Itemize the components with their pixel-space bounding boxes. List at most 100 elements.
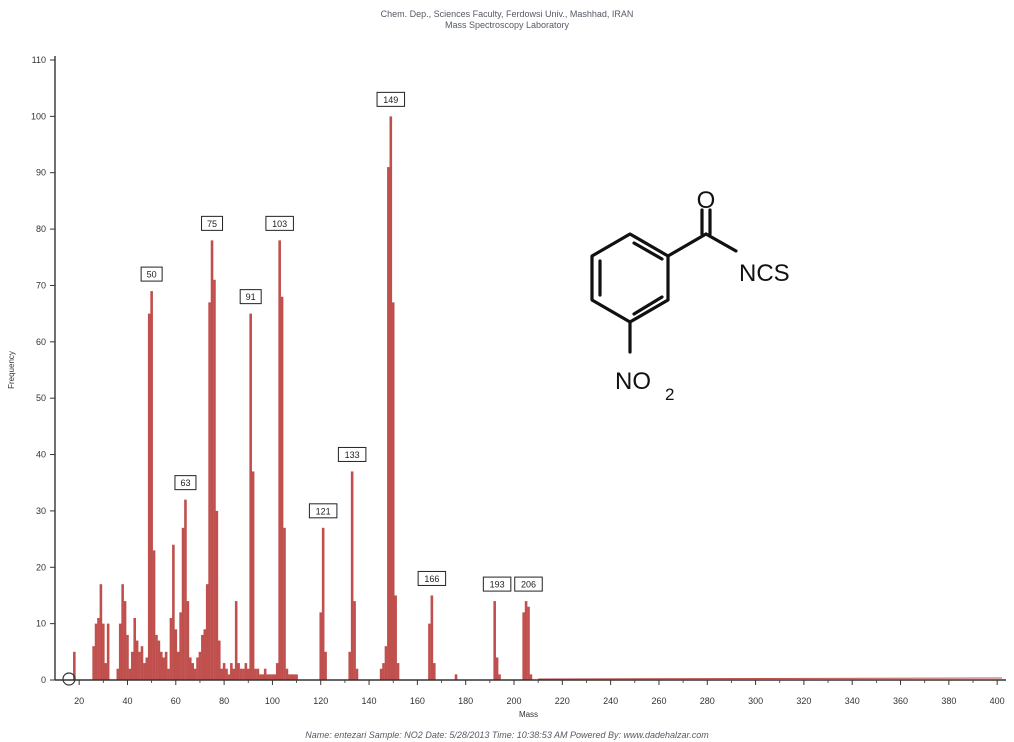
spectrum-bar: [278, 240, 281, 680]
spectrum-bar: [205, 584, 209, 680]
y-tick-label: 10: [36, 619, 46, 629]
spectrum-bar: [152, 550, 156, 680]
x-tick-label: 120: [313, 696, 328, 706]
peak-label: 206: [521, 580, 536, 590]
peak-label: 149: [383, 95, 398, 105]
spectrum-bar: [268, 674, 272, 680]
x-tick-label: 360: [893, 696, 908, 706]
spectrum-bar: [394, 595, 397, 680]
peak-label-box: [239, 289, 262, 305]
footer-info: Name: entezari Sample: NO2 Date: 5/28/20…: [305, 730, 709, 740]
x-tick-label: 140: [362, 696, 377, 706]
spectrum-bar: [230, 663, 233, 680]
spectrum-bar: [280, 296, 284, 680]
spectrum-bar: [244, 663, 248, 680]
spectrum-bar: [159, 651, 163, 680]
spectrum-bar: [172, 544, 175, 680]
spectrum-bar: [428, 623, 431, 680]
spectrum-bar: [254, 668, 257, 680]
y-tick-label: 70: [36, 280, 46, 290]
baseline-trace: [538, 677, 1003, 680]
spectrum-bar: [167, 668, 170, 680]
spectrum-bar: [186, 601, 190, 680]
peak-label: 103: [272, 219, 287, 229]
peak-label-box: [201, 215, 224, 231]
x-tick-label: 160: [410, 696, 425, 706]
x-tick-label: 20: [74, 696, 84, 706]
y-tick-label: 100: [31, 111, 46, 121]
spectrum-bar: [232, 668, 236, 680]
spectrum-bar: [222, 663, 226, 680]
y-tick-label: 30: [36, 506, 46, 516]
spectrum-bar: [454, 674, 458, 680]
peak-label: 133: [345, 450, 360, 460]
x-tick-label: 200: [506, 696, 521, 706]
spectrum-bar: [176, 651, 180, 680]
spectrum-bar: [266, 674, 269, 680]
spectrum-bar: [155, 634, 158, 680]
spectrum-bar: [432, 663, 436, 680]
ring-double-bond-3: [632, 241, 664, 261]
peak-label-box: [308, 503, 338, 519]
ncs-label: NCS: [739, 260, 790, 287]
spectrum-bar: [498, 674, 501, 680]
spectrum-bar: [251, 471, 255, 680]
x-tick-label: 280: [700, 696, 715, 706]
spectrum-bar: [99, 584, 103, 680]
spectrum-bar: [135, 640, 139, 680]
spectrum-bar: [348, 651, 352, 680]
spectrum-bar: [123, 601, 127, 680]
spectrum-bar: [353, 601, 356, 680]
peak-label-box: [174, 475, 197, 491]
spectrum-bar: [379, 668, 383, 680]
x-axis-title: Mass: [519, 710, 538, 719]
spectrum-bar: [157, 640, 161, 680]
spectrum-bar: [169, 618, 173, 680]
bond-carbonyl-ncs: [704, 232, 738, 253]
spectrum-bar: [131, 651, 134, 680]
peak-label: 50: [147, 270, 157, 280]
spectrum-bar: [208, 302, 211, 680]
spectrum-bar: [116, 668, 120, 680]
x-tick-label: 80: [219, 696, 229, 706]
spectrum-bar: [430, 595, 434, 680]
spectrum-bar: [162, 657, 166, 680]
spectrum-bar: [104, 663, 108, 680]
spectrum-bar: [217, 640, 221, 680]
molecule-structure: [590, 208, 738, 354]
spectrum-bar: [150, 291, 153, 680]
x-tick-label: 220: [555, 696, 570, 706]
spectrum-bar: [220, 668, 223, 680]
x-tick-label: 340: [845, 696, 860, 706]
spectrum-bar: [143, 663, 146, 680]
spectrum-bar: [193, 668, 197, 680]
peak-label: 193: [490, 580, 505, 590]
x-tick-label: 240: [603, 696, 618, 706]
spectrum-bar: [321, 527, 325, 680]
spectrum-bar: [184, 499, 187, 680]
spectrum-bar: [191, 663, 195, 680]
spectrum-bar: [396, 663, 400, 680]
spectrum-bars: [73, 116, 1003, 680]
x-tick-label: 60: [171, 696, 181, 706]
spectrum-bar: [145, 657, 149, 680]
spectrum-bar: [382, 663, 385, 680]
spectrum-bar: [527, 606, 530, 680]
spectrum-bar: [106, 623, 110, 680]
spectrum-bar: [138, 651, 141, 680]
x-tick-label: 400: [990, 696, 1005, 706]
x-tick-label: 100: [265, 696, 280, 706]
spectrum-bar: [97, 618, 100, 680]
y-axis-title: Frequency: [7, 351, 16, 389]
spectrum-bar: [524, 601, 528, 680]
peak-label-box: [376, 91, 406, 107]
spectrum-bar: [164, 651, 168, 680]
spectrum-bar: [387, 167, 390, 680]
spectrum-bar: [198, 651, 202, 680]
spectrum-bar: [271, 674, 274, 680]
spectrum-bar: [522, 612, 525, 680]
peak-label-box: [337, 446, 367, 462]
spectrum-bar: [350, 471, 354, 680]
spectrum-bar: [290, 674, 294, 680]
